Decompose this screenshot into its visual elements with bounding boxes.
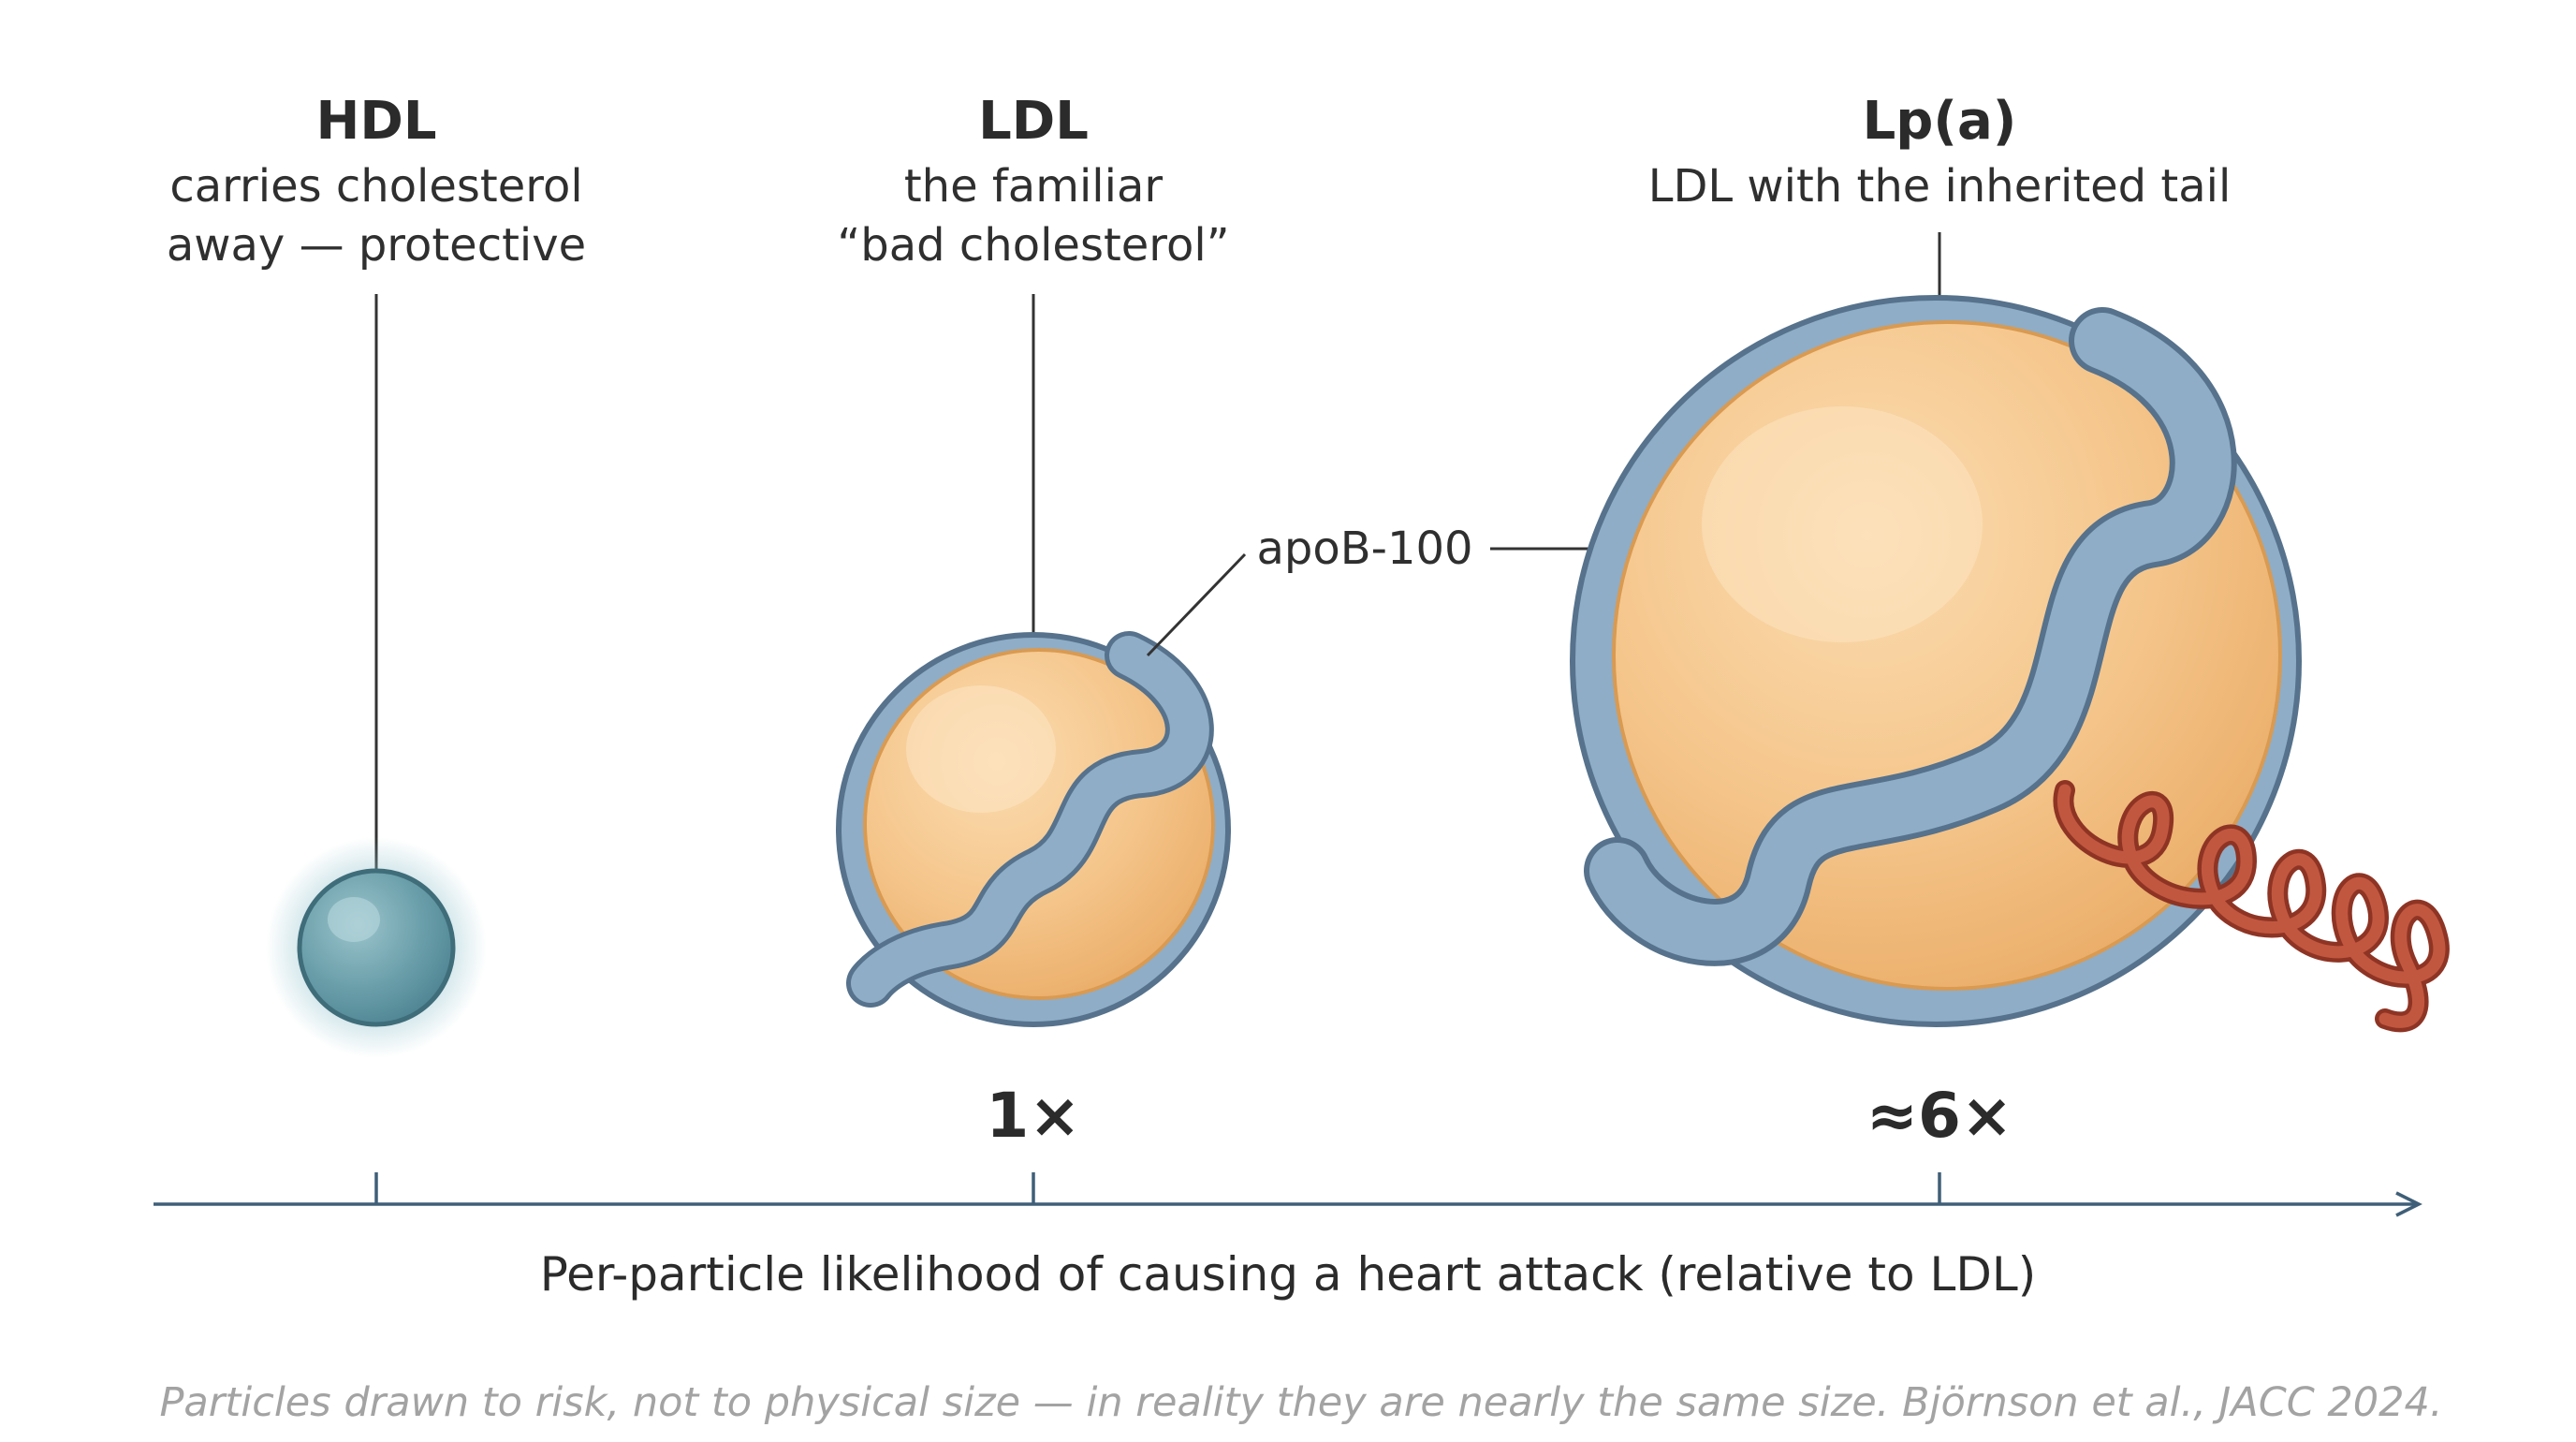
apoa-tail <box>2056 784 2446 1028</box>
ldl-apob-band <box>851 636 1209 1003</box>
lpa-risk-label: ≈6× <box>1866 1080 2013 1152</box>
footnote: Particles drawn to risk, not to physical… <box>159 1379 2442 1426</box>
lpa-description-line-1: LDL with the inherited tail <box>1648 160 2232 213</box>
hdl-group: HDL carries cholesterol away — protectiv… <box>167 91 586 1058</box>
axis-label: Per-particle likelihood of causing a hea… <box>540 1247 2037 1302</box>
lpa-apob-band <box>1589 313 2232 961</box>
lpa-highlight <box>1702 406 1983 642</box>
ldl-group: LDL the familiar “bad cholesterol” 1× <box>836 91 1231 1152</box>
ldl-highlight <box>906 685 1056 813</box>
lpa-title: Lp(a) <box>1863 91 2017 152</box>
hdl-description-line-2: away — protective <box>167 219 586 272</box>
risk-axis: Per-particle likelihood of causing a hea… <box>154 1172 2422 1302</box>
ldl-risk-label: 1× <box>986 1080 1080 1152</box>
hdl-highlight <box>328 897 380 942</box>
apob-callout-label: apoB-100 <box>1256 522 1472 575</box>
ldl-description-line-2: “bad cholesterol” <box>837 219 1229 272</box>
apob-leader-to-ldl <box>1146 552 1247 657</box>
ldl-description-line-1: the familiar <box>904 160 1164 213</box>
apob-callout-group: apoB-100 <box>1146 522 1595 657</box>
hdl-particle <box>297 868 456 1027</box>
lpa-group: Lp(a) LDL with the inherited tail ≈6× <box>1570 91 2450 1152</box>
ldl-title: LDL <box>978 91 1089 152</box>
hdl-description-line-1: carries cholesterol <box>169 160 582 213</box>
hdl-title: HDL <box>315 91 436 152</box>
